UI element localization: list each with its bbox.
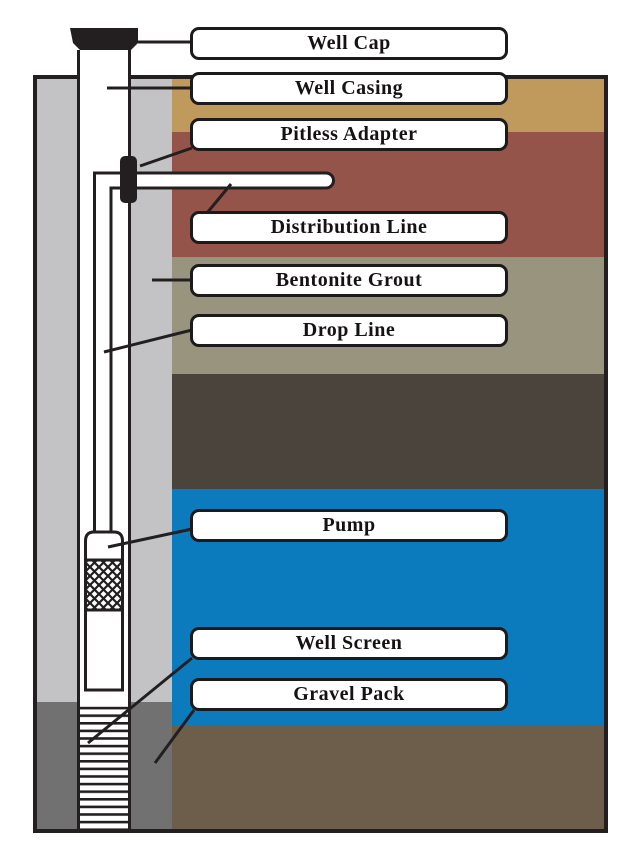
label-pump: Pump (190, 509, 508, 542)
leader-lines (87, 40, 233, 764)
pump-intake-crosshatch (84, 558, 124, 612)
casing-wall-right (128, 50, 131, 829)
label-gravel-pack: Gravel Pack (190, 678, 508, 711)
stratum-dark-brown (172, 374, 605, 489)
label-bentonite-grout: Bentonite Grout (190, 264, 508, 297)
frame-bottom-patch (77, 829, 131, 833)
leader-drop-line (103, 328, 193, 354)
drop-and-distribution-pipe (93, 171, 335, 538)
leader-pump (107, 527, 193, 549)
stratum-bottom-brown (172, 726, 605, 830)
leader-pitless-adapter (139, 146, 193, 168)
label-well-screen: Well Screen (190, 627, 508, 660)
label-pitless-adapter: Pitless Adapter (190, 118, 508, 151)
well-screen-slotted-section (80, 703, 128, 829)
leader-well-screen (87, 656, 193, 745)
label-drop-line: Drop Line (190, 314, 508, 347)
casing-wall-left (77, 50, 80, 829)
label-well-cap: Well Cap (190, 27, 508, 60)
leader-gravel-pack (153, 709, 196, 764)
leader-distribution-line (205, 183, 233, 214)
submersible-pump (84, 530, 124, 692)
label-distribution-line: Distribution Line (190, 211, 508, 244)
well-cap-shape (70, 28, 138, 50)
pitless-adapter-fitting (120, 156, 137, 203)
label-well-casing: Well Casing (190, 72, 508, 105)
